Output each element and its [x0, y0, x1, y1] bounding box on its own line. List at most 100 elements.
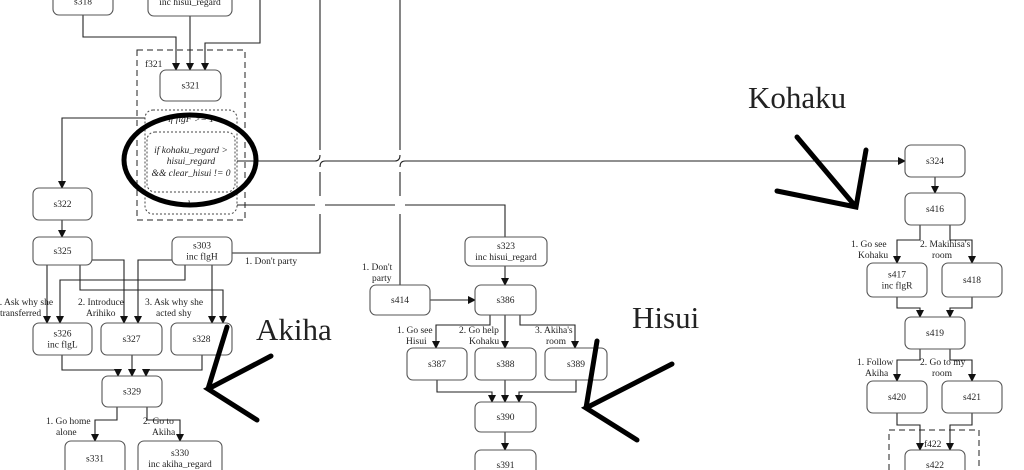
node-box	[866, 380, 928, 414]
edge-label-go-home-2: alone	[56, 428, 77, 438]
edge-label-ask-shy-1: 3. Ask why she	[145, 298, 203, 308]
handdrawn-arrow-hisui	[580, 338, 675, 443]
node-s327: s327	[100, 322, 163, 356]
node-text: inc akiha_regard	[148, 460, 212, 470]
edge-label-follow-akiha-2: Akiha	[865, 369, 889, 379]
node-text: s420	[888, 393, 906, 403]
node-s421: s421	[941, 380, 1003, 414]
frame-f422-label: f422	[924, 439, 942, 450]
edge-arrow	[201, 0, 261, 71]
condition-second-line3: && clear_hisui != 0	[152, 169, 231, 179]
node-text: s331	[86, 455, 104, 465]
node-text: inc flgL	[47, 340, 78, 351]
node-box	[147, 0, 233, 17]
node-text: s327	[123, 335, 141, 345]
node-box	[866, 262, 928, 298]
edge-arrow	[946, 413, 973, 451]
node-text: s391	[497, 461, 515, 470]
node-text: inc flgR	[882, 281, 914, 292]
annotation-akiha: Akiha	[256, 312, 332, 347]
highlight-ellipse	[121, 112, 259, 208]
node-text: s414	[391, 296, 409, 306]
condition-second-line1: if kohaku_regard >	[154, 145, 228, 156]
edge-label-go-home-1: 1. Go home	[46, 417, 91, 427]
handdrawn-arrow-akiha	[203, 324, 274, 423]
edge-arrow	[949, 225, 976, 264]
node-box	[52, 0, 114, 16]
edge-label-my-room-1: 2. Go to my	[920, 358, 966, 368]
annotation-hisui: Hisui	[632, 300, 700, 335]
edge-label-help-kohaku-1: 2. Go help	[459, 326, 499, 336]
condition-box-inner	[146, 131, 236, 193]
node-text: s418	[963, 276, 981, 286]
edge-label-my-room-2: room	[932, 369, 953, 379]
node-text: s388	[497, 360, 515, 370]
edge-label-akiha-room-2: room	[546, 337, 567, 347]
node-text: s321	[182, 82, 200, 92]
node-box	[904, 449, 966, 470]
node-text: s416	[926, 205, 944, 215]
node-box	[941, 380, 1003, 414]
node-box	[904, 316, 966, 350]
edge-arrow	[58, 117, 145, 189]
node-s388: s388	[474, 347, 537, 381]
node-box	[159, 69, 222, 102]
condition-first: if flgF >= 1	[168, 114, 214, 125]
node-text: s303	[193, 242, 211, 252]
node-s331: s331	[64, 440, 126, 470]
edge-arrow	[92, 259, 128, 324]
edge-label-dont-party: 1. Don't party	[245, 257, 297, 267]
edge-label-makihisa-2: room	[932, 251, 953, 261]
edge-arrow	[61, 355, 122, 377]
edge-label-see-kohaku-1: 1. Go see	[851, 240, 887, 250]
node-box	[171, 236, 233, 266]
node-box	[32, 236, 93, 266]
node-box	[137, 440, 223, 470]
node-s419: s419	[904, 316, 966, 350]
node-s329: s329	[101, 375, 163, 408]
node-box	[904, 192, 966, 226]
edge-label-ask-transferred-1: 1. Ask why she	[0, 298, 53, 308]
node-text: s318	[74, 0, 92, 8]
handdrawn-arrow-kohaku	[774, 134, 869, 210]
node-box	[406, 347, 468, 381]
node-box	[474, 347, 537, 381]
node-text: s419	[926, 329, 944, 339]
node-s321: s321	[159, 69, 222, 102]
edge-arrow	[432, 315, 491, 349]
condition-second-line2: hisui_regard	[167, 157, 216, 167]
node-text: s422	[926, 461, 944, 470]
edge-arrow	[142, 355, 203, 377]
node-s325: s325	[32, 236, 93, 266]
edge-arrow	[949, 349, 976, 382]
edge-label-introduce-2: Arihiko	[86, 309, 116, 319]
condition-box-outer	[144, 109, 238, 215]
edge-arrow	[237, 204, 506, 237]
edge-arrow	[515, 380, 577, 403]
edge-label-follow-akiha-1: 1. Follow	[857, 358, 894, 368]
node-text: s323	[497, 242, 515, 252]
node-s322: s322	[32, 187, 93, 221]
node-box	[100, 322, 163, 356]
node-text: s328	[193, 335, 211, 345]
edge-label-go-akiha-1: 2. Go to	[143, 417, 174, 427]
node-s387: s387	[406, 347, 468, 381]
edge-arrow	[896, 297, 924, 318]
node-text: inc hisui_regard	[475, 253, 537, 263]
node-text: s386	[497, 296, 515, 306]
node-box	[904, 144, 966, 178]
node-s414: s414	[369, 284, 431, 316]
node-box	[170, 322, 233, 356]
node-text: s390	[497, 413, 515, 423]
node-text: s322	[54, 200, 72, 210]
node-text: s325	[54, 247, 72, 257]
edge-label-see-kohaku-2: Kohaku	[858, 251, 888, 261]
edge-label-akiha-room-1: 3. Akiha's	[535, 326, 573, 336]
node-s422: s422	[904, 449, 966, 470]
edge-arrow	[82, 15, 180, 71]
edge-label-makihisa-1: 2. Makihisa's	[920, 240, 971, 250]
node-s389: s389	[544, 347, 608, 381]
